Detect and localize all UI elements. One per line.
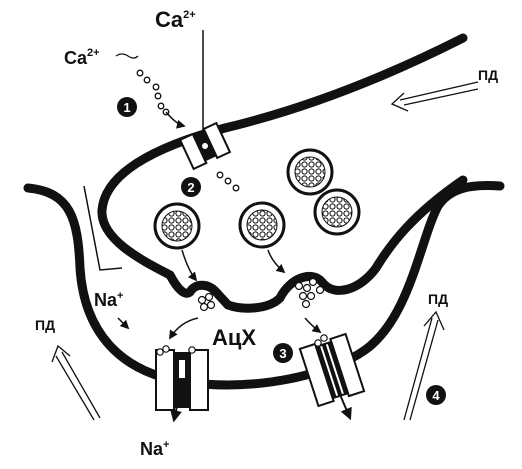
svg-text:3: 3	[279, 346, 286, 361]
ca-left-wave	[115, 53, 139, 59]
released-acetylcholine	[197, 277, 325, 312]
step-badge-4: 4	[426, 385, 446, 405]
label-pd-mid: ПД	[428, 291, 448, 307]
label-ach: АцХ	[212, 325, 256, 350]
synaptic-vesicle	[286, 148, 334, 196]
presynaptic-membrane-upper	[97, 33, 468, 280]
receptor-channel-right	[298, 332, 366, 408]
synaptic-vesicle	[238, 201, 286, 249]
step-badge-2: 2	[181, 177, 201, 197]
synaptic-vesicle	[153, 202, 201, 250]
svg-text:2: 2	[187, 180, 194, 195]
vesicle-arrow-icon	[267, 249, 286, 274]
step-badge-1: 1	[117, 97, 137, 117]
synaptic-vesicle	[313, 188, 361, 236]
svg-text:1: 1	[123, 100, 130, 115]
pd-arrow-left-icon	[51, 344, 101, 421]
label-pd-left: ПД	[35, 317, 55, 333]
calcium-arrow-icon	[165, 111, 186, 129]
receptor-channel-left	[155, 349, 209, 411]
na-out-arrow-icon	[170, 391, 182, 423]
receptor-bound-ach	[314, 334, 328, 347]
calcium-channel	[178, 121, 232, 171]
label-ca-top: Ca2+	[155, 7, 196, 32]
calcium-entering-ions	[216, 171, 240, 192]
na-in-arrow-icon	[117, 317, 130, 330]
label-na-mid: Na+	[94, 290, 123, 310]
na-indicator-line	[83, 185, 123, 271]
pd-arrow-mid-icon	[403, 310, 445, 421]
svg-text:4: 4	[432, 388, 440, 403]
vesicle-arrow-icon	[181, 249, 198, 282]
ach-arrow-icon	[169, 317, 199, 340]
step-badge-3: 3	[273, 343, 293, 363]
receptor-bound-ach	[156, 345, 196, 356]
presynaptic-membrane-lower	[165, 175, 468, 313]
pd-arrow-right-icon	[390, 81, 479, 112]
ach-arrow-icon	[304, 317, 322, 334]
channel-flow-arrow-icon	[337, 389, 352, 421]
label-pd-right: ПД	[478, 67, 498, 83]
calcium-ion-trail	[136, 69, 170, 116]
label-na-bottom: Na+	[140, 439, 169, 459]
label-ca-left: Ca2+	[64, 47, 100, 68]
postsynaptic-membrane	[23, 181, 505, 390]
